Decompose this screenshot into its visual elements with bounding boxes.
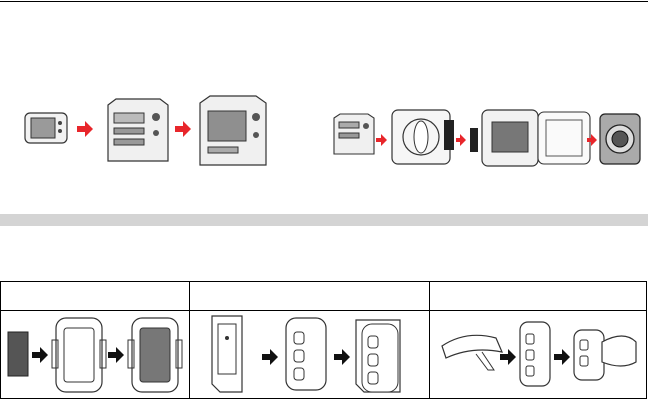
battery-illustration	[8, 332, 28, 376]
arrow-icon	[500, 349, 516, 365]
camera-housing-illustration	[108, 99, 168, 161]
table-header-cell	[1, 282, 189, 309]
arrow-icon	[376, 134, 387, 146]
waterproof-case-open-illustration	[392, 110, 454, 164]
waterproof-case-parts-illustration	[470, 110, 590, 166]
table-header-cell	[430, 282, 648, 309]
device-with-clip-illustration	[356, 320, 400, 392]
device-with-strap-illustration	[574, 330, 636, 380]
camera-front-illustration	[25, 113, 67, 143]
clip-mount-sequence	[192, 310, 424, 398]
camera-small-illustration	[334, 114, 374, 154]
section-divider-band	[0, 214, 648, 226]
waterproof-case-sequence	[332, 100, 642, 175]
arrow-icon	[175, 121, 191, 137]
holder-empty-illustration	[52, 318, 106, 392]
arrow-icon	[334, 349, 350, 365]
strap-mount-sequence	[436, 312, 642, 396]
arrow-icon	[262, 349, 278, 365]
arrow-icon	[32, 347, 48, 363]
clip-illustration	[212, 316, 242, 392]
camera-assembly-sequence	[20, 95, 280, 175]
arrow-icon	[456, 134, 466, 146]
table-header-cell	[190, 282, 429, 309]
arrow-icon	[108, 347, 124, 363]
camera-housing-large-illustration	[200, 96, 266, 165]
arrow-icon	[77, 121, 93, 137]
arrow-icon	[554, 349, 570, 365]
camera-in-case-illustration	[600, 114, 640, 164]
strap-illustration	[442, 335, 502, 370]
holder-filled-illustration	[128, 318, 182, 392]
top-rule	[0, 1, 648, 2]
battery-holder-sequence	[4, 312, 186, 396]
device-back-illustration	[286, 318, 326, 390]
device-back-illustration	[520, 322, 550, 386]
